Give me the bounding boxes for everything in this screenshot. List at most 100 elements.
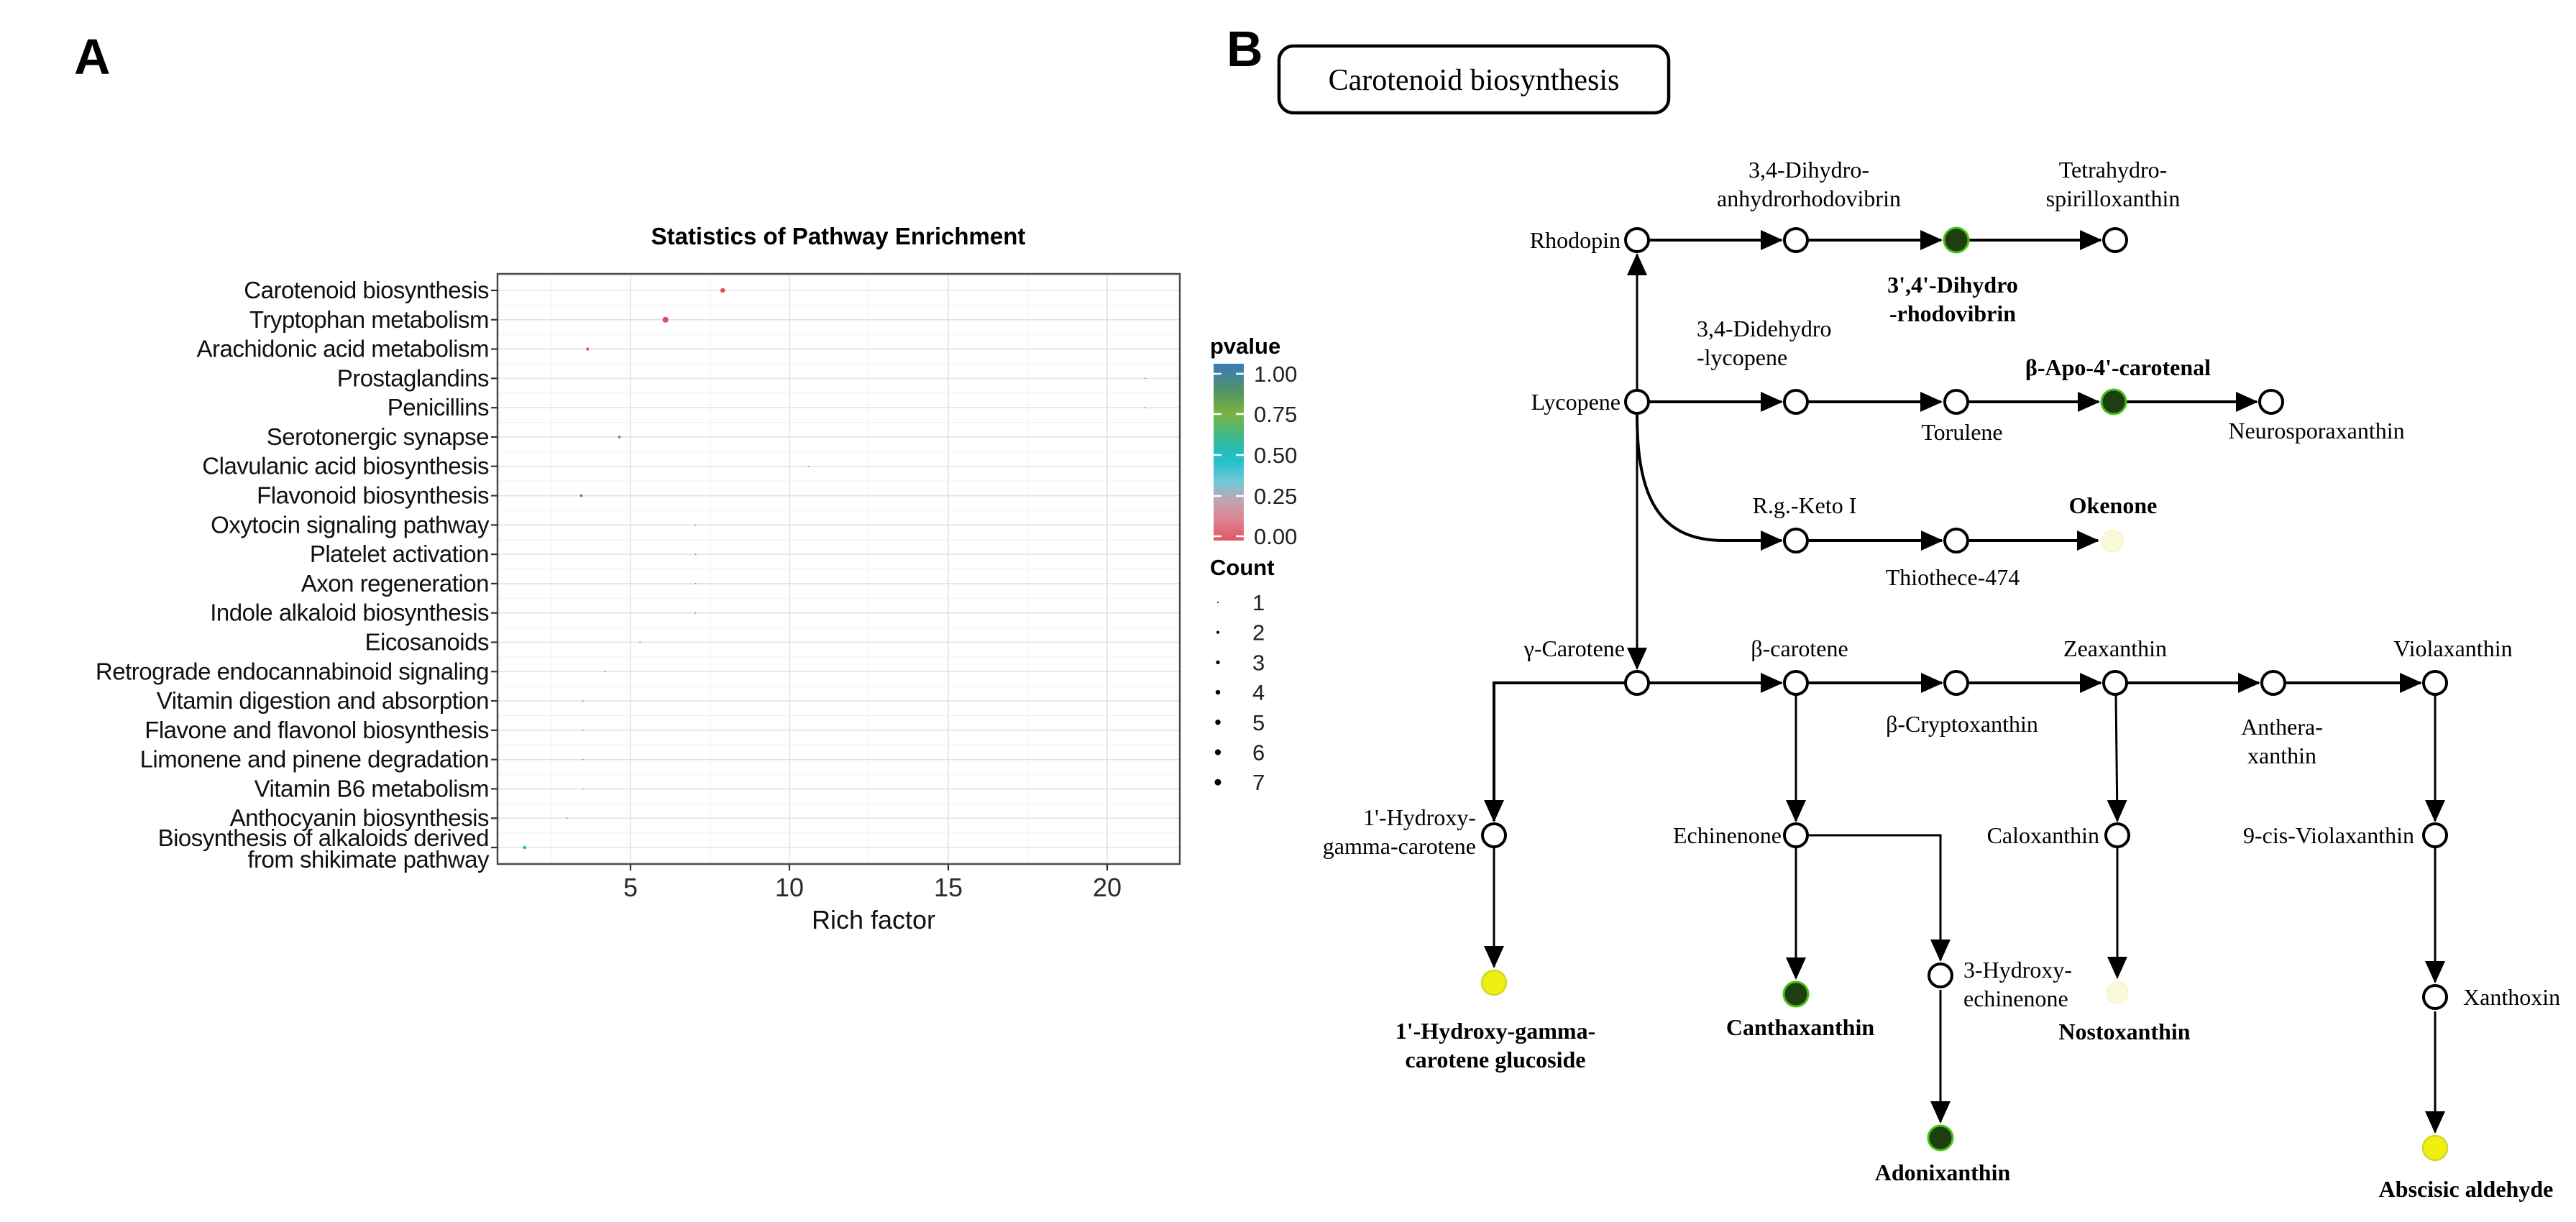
chart-dot — [523, 845, 527, 850]
label-zeaxanthin: Zeaxanthin — [2063, 635, 2167, 661]
chart-dot — [1144, 407, 1147, 409]
label-beta-carotene: β-carotene — [1751, 635, 1848, 661]
chart-dot — [695, 553, 697, 556]
label-lycopene: Lycopene — [1531, 389, 1621, 415]
count-legend-label: 7 — [1252, 770, 1265, 795]
label-dihydro-anhydrorhodovibrin: 3,4-Dihydro-anhydrorhodovibrin — [1717, 157, 1901, 211]
label-tetrahydro-spirilloxanthin: Tetrahydro-spirilloxanthin — [2046, 157, 2181, 211]
chart-title: Statistics of Pathway Enrichment — [651, 223, 1026, 249]
node-gamma-carotene — [1624, 670, 1650, 696]
label-dihydro-rhodovibrin: 3',4'-Dihydro-rhodovibrin — [1887, 272, 2018, 326]
colorbar-tick-label: 0.00 — [1254, 524, 1297, 549]
category-label: Platelet activation — [310, 541, 489, 567]
chart-dot — [579, 494, 583, 497]
count-legend-label: 1 — [1252, 590, 1265, 615]
label-9-cis-violaxanthin: 9-cis-Violaxanthin — [2243, 822, 2414, 848]
chart-dot — [582, 758, 584, 761]
node-canthaxanthin — [1782, 980, 1810, 1008]
category-label: Arachidonic acid metabolism — [196, 336, 489, 362]
count-legend-title: Count — [1210, 555, 1275, 580]
count-legend-dot — [1214, 749, 1221, 755]
node-dihydro-rhodovibrin — [1943, 226, 1970, 254]
label-rhodopin: Rhodopin — [1530, 227, 1621, 253]
label-xanthoxin: Xanthoxin — [2463, 984, 2560, 1010]
category-label: Clavulanic acid biosynthesis — [202, 453, 489, 479]
label-neurosporaxanthin: Neurosporaxanthin — [2228, 418, 2404, 444]
category-label: Axon regeneration — [301, 570, 489, 597]
x-tick-label: 10 — [775, 873, 804, 902]
count-legend-dot — [1217, 602, 1219, 603]
label-antheraxanthin: Anthera-xanthin — [2241, 714, 2323, 768]
count-legend-dot — [1215, 689, 1221, 695]
plot-border — [496, 272, 1181, 865]
colorbar-tick-label: 0.25 — [1254, 484, 1297, 509]
label-violaxanthin: Violaxanthin — [2393, 635, 2512, 661]
chart-dot — [695, 582, 697, 584]
node-didehydro-lycopene — [1783, 389, 1809, 415]
node-dihydro-anhydrorhodovibrin — [1783, 227, 1809, 253]
node-torulene — [1943, 389, 1969, 415]
node-xanthoxin — [2422, 984, 2448, 1010]
pathway-edges — [1484, 230, 2445, 1134]
node-rg-keto-i — [1783, 528, 1809, 553]
chart-dot — [695, 524, 697, 526]
count-legend-dot — [1216, 660, 1220, 665]
category-label: Flavone and flavonol biosynthesis — [145, 717, 489, 743]
chart-dot — [1144, 377, 1147, 380]
label-nostoxanthin: Nostoxanthin — [2058, 1019, 2190, 1044]
axis-ticks — [491, 289, 1109, 870]
panel-b-label: B — [1227, 21, 1263, 77]
count-legend-label: 5 — [1252, 710, 1265, 735]
category-label: Anthocyanin biosynthesis — [230, 804, 489, 831]
chart-dot — [604, 671, 606, 673]
chart-dot — [662, 316, 669, 323]
label-canthaxanthin: Canthaxanthin — [1726, 1014, 1875, 1040]
category-label: Prostaglandins — [337, 364, 489, 391]
colorbar-tick-label: 1.00 — [1254, 362, 1297, 387]
label-thiothece-474: Thiothece-474 — [1886, 564, 2020, 590]
category-label: Carotenoid biosynthesis — [244, 277, 489, 303]
category-label: Tryptophan metabolism — [249, 306, 489, 333]
chart-gridlines — [498, 274, 1180, 864]
node-violaxanthin — [2422, 670, 2448, 696]
node-neurosporaxanthin — [2258, 389, 2284, 415]
panel-b-pathway-diagram: B Carotenoid biosynthesis Rhodopin3,4-Di… — [1227, 21, 2560, 1202]
panel-a-label: A — [74, 29, 111, 85]
category-label: Penicillins — [388, 394, 489, 421]
node-lycopene — [1624, 389, 1650, 415]
chart-dot — [639, 641, 641, 643]
chart-dot — [586, 347, 590, 351]
node-1-hydroxy-gamma-carotene — [1481, 822, 1507, 848]
category-label: Eicosanoids — [365, 628, 489, 655]
edge-gammacarotene-to-hydroxygamma — [1484, 681, 1626, 822]
node-caloxanthin — [2104, 822, 2130, 848]
label-gamma-carotene: γ-Carotene — [1523, 635, 1625, 661]
label-3-hydroxy-echinenone: 3-Hydroxy-echinenone — [1963, 957, 2072, 1011]
label-caloxanthin: Caloxanthin — [1987, 822, 2099, 848]
node-9-cis-violaxanthin — [2422, 822, 2448, 848]
chart-dot — [582, 700, 584, 702]
colorbar-tick-label: 0.50 — [1254, 443, 1297, 468]
enrichment-dots — [523, 288, 1147, 850]
node-3-hydroxy-echinenone — [1928, 963, 1953, 988]
node-beta-apo-4-carotenal — [2100, 388, 2127, 415]
edge-echinenone-to-3hydroxyech — [1807, 834, 1951, 962]
x-tick-label: 5 — [623, 873, 638, 902]
label-glucoside: 1'-Hydroxy-gamma-carotene glucoside — [1395, 1018, 1595, 1072]
category-label: Vitamin digestion and absorption — [157, 687, 489, 714]
category-label: Limonene and pinene degradation — [140, 746, 489, 773]
chart-dot — [807, 465, 810, 467]
node-beta-cryptoxanthin — [1943, 670, 1969, 696]
label-torulene: Torulene — [1921, 419, 2002, 445]
category-label: Indole alkaloid biosynthesis — [210, 599, 489, 626]
label-abscisic-aldehyde: Abscisic aldehyde — [2379, 1176, 2554, 1202]
node-antheraxanthin — [2260, 670, 2286, 696]
label-okenone: Okenone — [2069, 492, 2158, 518]
chart-dot — [720, 288, 725, 293]
node-tetrahydro-spirilloxanthin — [2102, 227, 2128, 253]
label-1-hydroxy-gamma-carotene: 1'-Hydroxy-gamma-carotene — [1323, 804, 1476, 859]
